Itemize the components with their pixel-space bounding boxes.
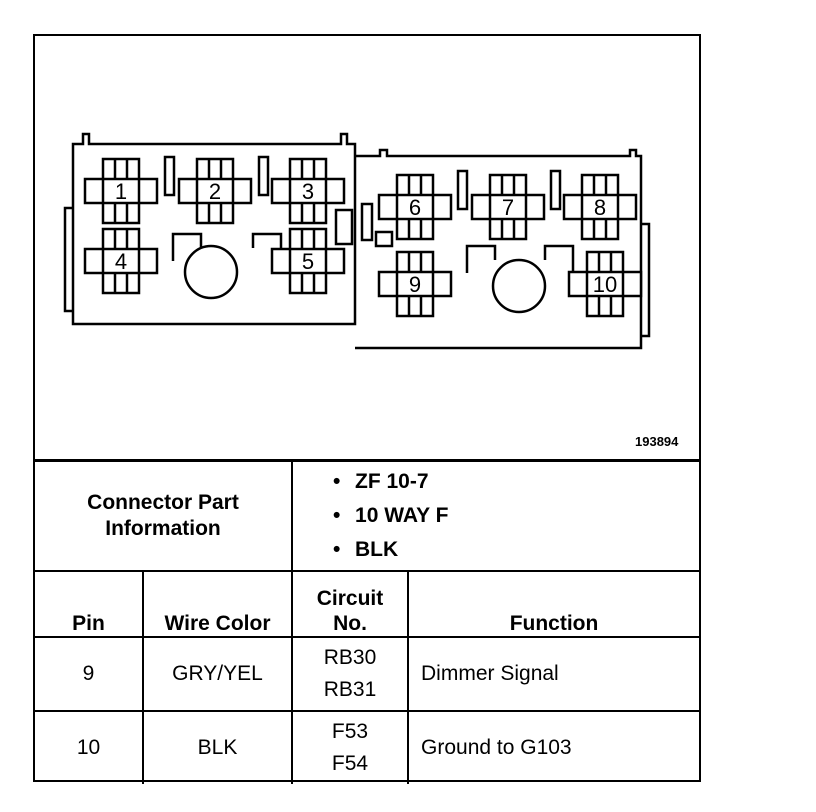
table-header-row: Pin Wire Color Circuit No. Function bbox=[35, 570, 700, 638]
table-row: 10 BLK F53 F54 Ground to G103 bbox=[35, 710, 700, 784]
terminal-cavity-2 bbox=[177, 157, 253, 225]
pin-number-label: 4 bbox=[115, 249, 127, 274]
circuit-number: F53 bbox=[331, 720, 369, 743]
pin-number-label: 6 bbox=[409, 195, 421, 220]
connector-info-table: Connector Part Information ZF 10-7 10 WA… bbox=[35, 462, 700, 784]
blank-cavity-left bbox=[171, 232, 283, 300]
pin-separator bbox=[257, 155, 270, 197]
terminal-cavity-9 bbox=[377, 250, 453, 318]
connector-part-info-label: Connector Part Information bbox=[35, 462, 294, 572]
function-cell: Dimmer Signal bbox=[407, 636, 700, 712]
wire-color-cell: GRY/YEL bbox=[141, 636, 294, 712]
circuit-number: F54 bbox=[331, 752, 369, 775]
pin-separator bbox=[549, 169, 562, 211]
circuit-cell: F53 F54 bbox=[291, 710, 410, 784]
header-function: Function bbox=[407, 570, 700, 638]
pin-number-label: 5 bbox=[302, 249, 314, 274]
blank-cavity-right bbox=[465, 244, 575, 314]
table-row: 9 GRY/YEL RB30 RB31 Dimmer Signal bbox=[35, 636, 700, 712]
connector-part-info-row: Connector Part Information ZF 10-7 10 WA… bbox=[35, 462, 700, 572]
terminal-cavity-3 bbox=[270, 157, 346, 225]
right-housing-latch bbox=[641, 222, 651, 338]
connector-diagram: 1 2 3 4 5 6 7 8 9 10 193894 bbox=[35, 36, 699, 462]
terminal-cavity-4 bbox=[83, 227, 159, 295]
polarizing-key bbox=[360, 202, 374, 242]
pin-number-label: 1 bbox=[115, 179, 127, 204]
pin-number-label: 9 bbox=[409, 272, 421, 297]
circuit-cell: RB30 RB31 bbox=[291, 636, 410, 712]
pin-number-label: 7 bbox=[502, 195, 514, 220]
circuit-number: RB31 bbox=[323, 678, 377, 701]
left-housing-outline bbox=[63, 132, 357, 326]
function-cell: Ground to G103 bbox=[407, 710, 700, 784]
right-housing-outline bbox=[355, 148, 643, 350]
polarizing-key bbox=[334, 208, 354, 246]
part-info-item: BLK bbox=[333, 533, 699, 567]
terminal-cavity-7 bbox=[470, 173, 546, 241]
part-info-item: 10 WAY F bbox=[333, 499, 699, 533]
wire-color-cell: BLK bbox=[141, 710, 294, 784]
figure-id: 193894 bbox=[635, 434, 679, 449]
terminal-cavity-10 bbox=[567, 250, 643, 318]
pin-number-label: 3 bbox=[302, 179, 314, 204]
polarizing-key bbox=[374, 230, 394, 248]
pin-separator bbox=[163, 155, 176, 197]
connector-face-drawing: 1 2 3 4 5 6 7 8 9 10 193894 bbox=[63, 132, 679, 449]
terminal-cavity-8 bbox=[562, 173, 638, 241]
pin-number-label: 10 bbox=[593, 272, 617, 297]
circuit-number: RB30 bbox=[323, 646, 377, 669]
pin-number-label: 8 bbox=[594, 195, 606, 220]
terminal-cavity-6 bbox=[377, 173, 453, 241]
pin-separator bbox=[456, 169, 469, 211]
header-wire-color: Wire Color bbox=[141, 570, 294, 638]
header-circuit-no: Circuit No. bbox=[291, 570, 410, 638]
pin-cell: 9 bbox=[35, 636, 144, 712]
terminal-cavity-5 bbox=[270, 227, 346, 295]
connector-part-info-list: ZF 10-7 10 WAY F BLK bbox=[291, 462, 700, 572]
terminal-cavity-1 bbox=[83, 157, 159, 225]
header-pin: Pin bbox=[35, 570, 144, 638]
pin-number-label: 2 bbox=[209, 179, 221, 204]
part-info-item: ZF 10-7 bbox=[333, 465, 699, 499]
pin-cell: 10 bbox=[35, 710, 144, 784]
